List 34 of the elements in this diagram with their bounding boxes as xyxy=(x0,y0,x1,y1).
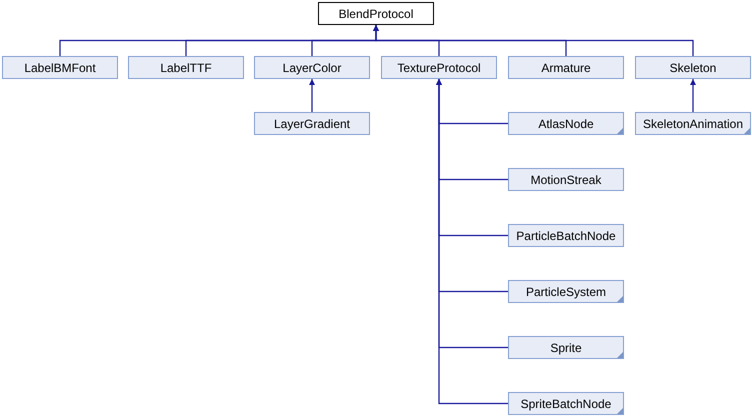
class-box xyxy=(2,56,118,79)
class-name: MotionStreak xyxy=(530,172,602,186)
inheritance-arrow xyxy=(373,25,694,56)
class-box xyxy=(635,56,751,79)
class-box xyxy=(508,168,624,191)
class-name: Armature xyxy=(541,60,591,74)
class-name: LayerGradient xyxy=(274,116,350,130)
class-box xyxy=(381,56,497,79)
class-box xyxy=(635,112,751,135)
class-name: ParticleSystem xyxy=(526,284,606,298)
class-box xyxy=(508,280,624,303)
class-name: AtlasNode xyxy=(538,116,594,130)
class-name: SpriteBatchNode xyxy=(520,396,612,410)
inheritance-arrow xyxy=(690,79,696,112)
class-name: Sprite xyxy=(550,340,582,354)
class-name: LabelBMFont xyxy=(24,60,96,74)
class-name: ParticleBatchNode xyxy=(516,228,616,242)
class-name: TextureProtocol xyxy=(397,60,481,74)
class-name: Skeleton xyxy=(670,60,716,74)
class-box xyxy=(254,112,370,135)
class-name: LayerColor xyxy=(282,60,342,74)
class-box xyxy=(254,56,370,79)
class-name: BlendProtocol xyxy=(338,6,414,20)
class-box xyxy=(508,336,624,359)
class-box xyxy=(508,392,624,415)
class-box xyxy=(508,224,624,247)
class-box xyxy=(508,56,624,79)
inheritance-arrow xyxy=(309,79,315,112)
class-name: LabelTTF xyxy=(160,60,212,74)
class-name: SkeletonAnimation xyxy=(642,116,744,130)
inheritance-arrow xyxy=(436,79,508,404)
class-box xyxy=(318,2,434,25)
class-box xyxy=(128,56,244,79)
class-box xyxy=(508,112,624,135)
